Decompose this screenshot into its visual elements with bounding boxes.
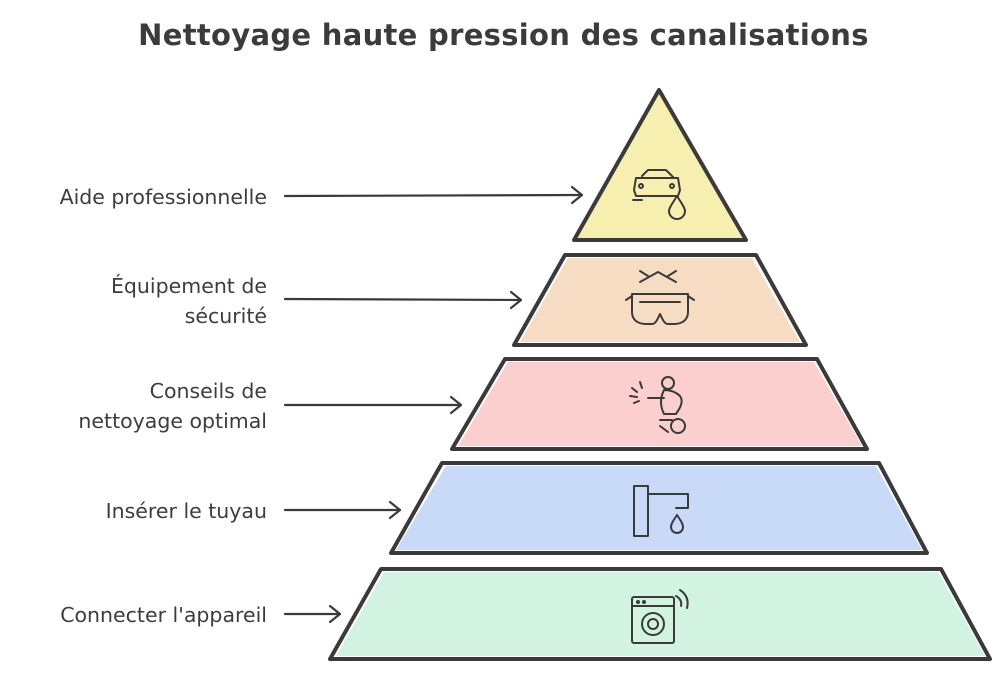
label-line: Connecter l'appareil xyxy=(60,603,267,627)
arrow-tier-2 xyxy=(283,290,523,310)
tier-1-outline xyxy=(572,88,748,242)
pyramid-tier-2 xyxy=(512,253,808,347)
label-line: Aide professionnelle xyxy=(59,185,267,209)
label-aide-professionnelle: Aide professionnelle xyxy=(60,182,267,212)
label-connecter-appareil: Connecter l'appareil xyxy=(60,600,267,630)
tier-1-fill xyxy=(577,92,742,238)
label-line: sécurité xyxy=(184,304,267,328)
tier-4-outline xyxy=(389,461,929,555)
person-cleaning-icon xyxy=(629,376,686,434)
safety-goggles-icon xyxy=(625,270,695,325)
tier-5-fill xyxy=(336,572,985,656)
page-title: Nettoyage haute pression des canalisatio… xyxy=(138,18,869,52)
label-line: Équipement de xyxy=(110,274,267,298)
smart-washing-machine-icon xyxy=(631,589,689,644)
label-conseils-nettoyage: Conseils de nettoyage optimal xyxy=(78,376,267,436)
tier-4-fill xyxy=(396,466,922,550)
car-wash-icon xyxy=(632,169,686,220)
label-line: Conseils de xyxy=(149,379,267,403)
pyramid-tier-5 xyxy=(328,567,992,661)
tier-2-fill xyxy=(520,258,800,342)
label-inserer-tuyau: Insérer le tuyau xyxy=(106,496,267,526)
label-line: nettoyage optimal xyxy=(78,409,267,433)
arrow-tier-4 xyxy=(283,500,402,520)
label-line: Insérer le tuyau xyxy=(105,499,267,523)
tier-3-fill xyxy=(458,362,862,446)
label-equipement-securite: Équipement de sécurité xyxy=(111,271,267,331)
arrow-tier-3 xyxy=(283,395,463,415)
pyramid-tier-4 xyxy=(389,461,929,555)
tier-2-outline xyxy=(512,253,808,347)
pyramid-tier-3 xyxy=(450,357,869,451)
pyramid-tier-1 xyxy=(572,88,748,242)
tier-3-outline xyxy=(450,357,869,451)
tier-5-outline xyxy=(328,567,992,661)
arrow-tier-5 xyxy=(283,604,342,624)
arrow-tier-1 xyxy=(283,185,584,205)
faucet-drop-icon xyxy=(633,485,689,537)
